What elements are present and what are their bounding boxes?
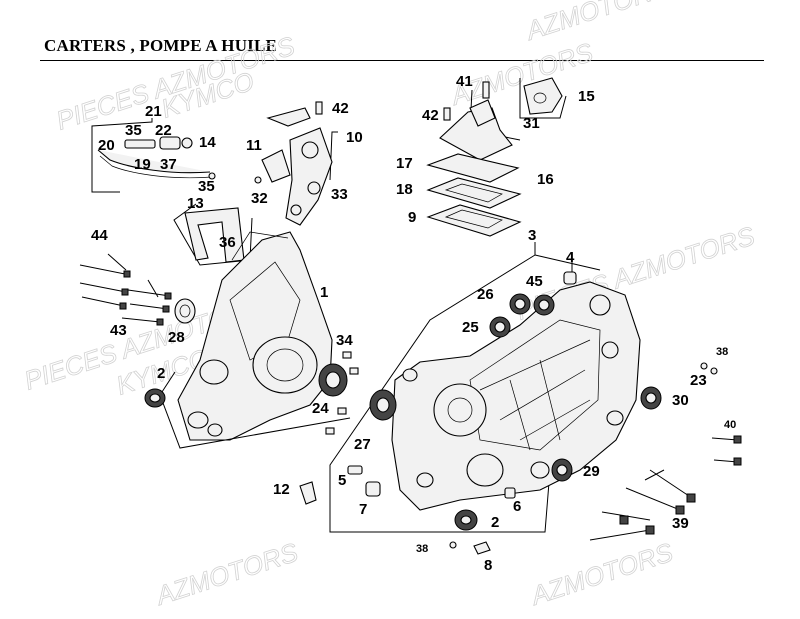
part-label: 6 xyxy=(513,498,521,515)
part-label: 40 xyxy=(724,419,736,431)
small-parts-lower xyxy=(347,465,516,555)
oil-pump xyxy=(254,101,338,226)
part-label: 29 xyxy=(583,463,600,480)
part-label: 25 xyxy=(462,319,479,336)
part-label: 18 xyxy=(396,181,413,198)
reed-valve-assembly xyxy=(426,77,567,237)
part-label: 34 xyxy=(336,332,353,349)
part-label: 38 xyxy=(716,346,728,358)
part-label: 12 xyxy=(273,481,290,498)
part-label: 22 xyxy=(155,122,172,139)
part-label: 4 xyxy=(566,249,575,266)
title-underline xyxy=(40,60,764,61)
bolts-43-44 xyxy=(79,253,172,326)
part-label: 2 xyxy=(157,365,165,382)
part-label: 39 xyxy=(672,515,689,532)
bushing-2-left xyxy=(144,388,166,408)
part-label: 14 xyxy=(199,134,216,151)
part-label: 32 xyxy=(251,190,268,207)
part-label: 42 xyxy=(422,107,439,124)
bolts-40 xyxy=(711,435,742,466)
part-label: 28 xyxy=(168,329,185,346)
part-label: 35 xyxy=(198,178,215,195)
part-label: 42 xyxy=(332,100,349,117)
part-label: 30 xyxy=(672,392,689,409)
part-label: 35 xyxy=(125,122,142,139)
part-label: 10 xyxy=(346,129,363,146)
part-label: 2 xyxy=(491,514,499,531)
part-label: 43 xyxy=(110,322,127,339)
part-label: 37 xyxy=(160,156,177,173)
part-label: 38 xyxy=(416,543,428,555)
clip-12 xyxy=(299,481,317,505)
part-label: 13 xyxy=(187,195,204,212)
part-label: 41 xyxy=(456,73,473,90)
bearing-28 xyxy=(174,298,196,324)
small-parts-right xyxy=(700,362,718,375)
part-labels: 1 2 2 3 4 5 6 7 8 9 10 11 12 13 14 15 16… xyxy=(91,73,736,574)
bearing-27 xyxy=(369,389,397,421)
part-label: 31 xyxy=(523,115,540,132)
part-label: 11 xyxy=(246,137,262,154)
part-label: 8 xyxy=(484,557,492,574)
part-label: 27 xyxy=(354,436,371,453)
bearings-upper xyxy=(489,262,577,338)
bolts-39 xyxy=(589,469,696,541)
part-label: 26 xyxy=(477,286,494,303)
part-label: 44 xyxy=(91,227,108,244)
seals-29-30 xyxy=(551,386,662,482)
left-crankcase xyxy=(159,231,351,449)
bearing-24 xyxy=(318,351,359,435)
part-label: 9 xyxy=(408,209,416,226)
watermark-text: AZMOTORS xyxy=(521,0,672,46)
part-label: 20 xyxy=(98,137,115,154)
part-label: 21 xyxy=(145,103,162,120)
right-crankcase xyxy=(329,242,641,533)
watermark-text: AZMOTORS xyxy=(151,537,302,612)
part-label: 45 xyxy=(526,273,543,290)
diagram-title: CARTERS , POMPE A HUILE xyxy=(44,36,278,55)
part-label: 19 xyxy=(134,156,151,173)
oil-pipe-assembly xyxy=(91,118,216,193)
part-label: 15 xyxy=(578,88,595,105)
watermark-text: AZMOTORS xyxy=(526,537,677,612)
part-label: 3 xyxy=(528,227,536,244)
part-label: 23 xyxy=(690,372,707,389)
part-label: 7 xyxy=(359,501,367,518)
part-label: 33 xyxy=(331,186,348,203)
part-label: 36 xyxy=(219,234,236,251)
part-label: 24 xyxy=(312,400,329,417)
part-label: 1 xyxy=(320,284,328,301)
part-label: 17 xyxy=(396,155,413,172)
gasket-13 xyxy=(173,203,253,266)
part-label: 5 xyxy=(338,472,346,489)
part-label: 16 xyxy=(537,171,554,188)
